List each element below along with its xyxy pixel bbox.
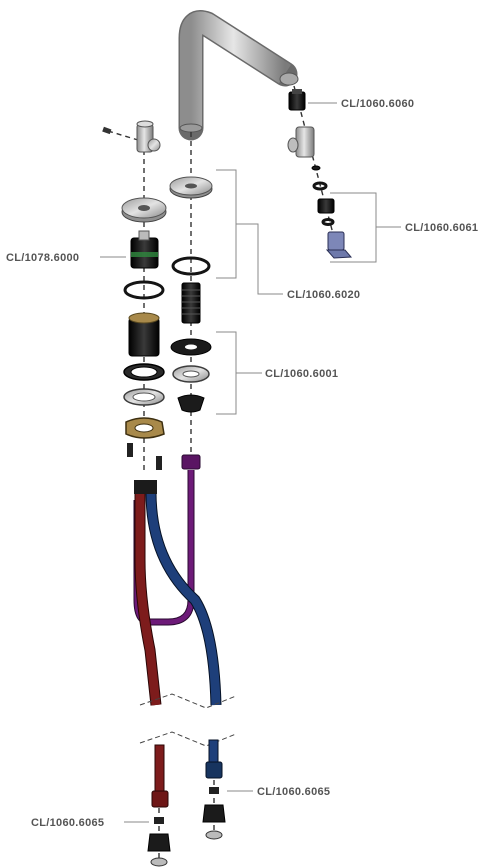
spout xyxy=(178,10,299,141)
hot-hose-lower xyxy=(151,744,169,808)
threaded-riser xyxy=(181,282,201,324)
label-hose-fitting-left: CL/1060.6065 xyxy=(31,817,104,829)
cold-hose-lower xyxy=(205,739,223,779)
hot-hose xyxy=(134,480,162,706)
fitting-parts-right xyxy=(202,780,226,840)
spout-small-parts xyxy=(311,165,328,191)
handle xyxy=(102,120,161,153)
label-riser-set: CL/1060.6020 xyxy=(287,289,360,301)
backnut-plate xyxy=(125,417,165,439)
spout-tee-piece xyxy=(287,126,315,158)
handle-base-disc xyxy=(121,197,167,223)
aerator-outlet xyxy=(325,231,353,259)
cartridge-housing xyxy=(128,312,160,357)
label-mounting-set: CL/1060.6001 xyxy=(265,368,338,380)
leader-lines xyxy=(100,102,401,823)
cold-hose xyxy=(145,480,222,706)
cartridge-o-ring xyxy=(123,280,165,300)
label-spout-connector: CL/1060.6060 xyxy=(341,98,414,110)
label-hose-fitting-right: CL/1060.6065 xyxy=(257,786,330,798)
spout-connector xyxy=(288,89,306,111)
riser-o-ring xyxy=(171,256,211,276)
label-cartridge: CL/1078.6000 xyxy=(6,252,79,264)
aerator-body xyxy=(317,198,335,226)
mounting-rings-right xyxy=(170,338,212,413)
hose-break-marks xyxy=(139,693,237,747)
cartridge xyxy=(130,230,159,269)
mounting-rings-left xyxy=(123,363,165,406)
riser-escutcheon xyxy=(169,176,213,199)
fixing-bolts xyxy=(127,443,162,470)
label-spout-aerator: CL/1060.6061 xyxy=(405,222,478,234)
fitting-parts-left xyxy=(147,808,171,867)
